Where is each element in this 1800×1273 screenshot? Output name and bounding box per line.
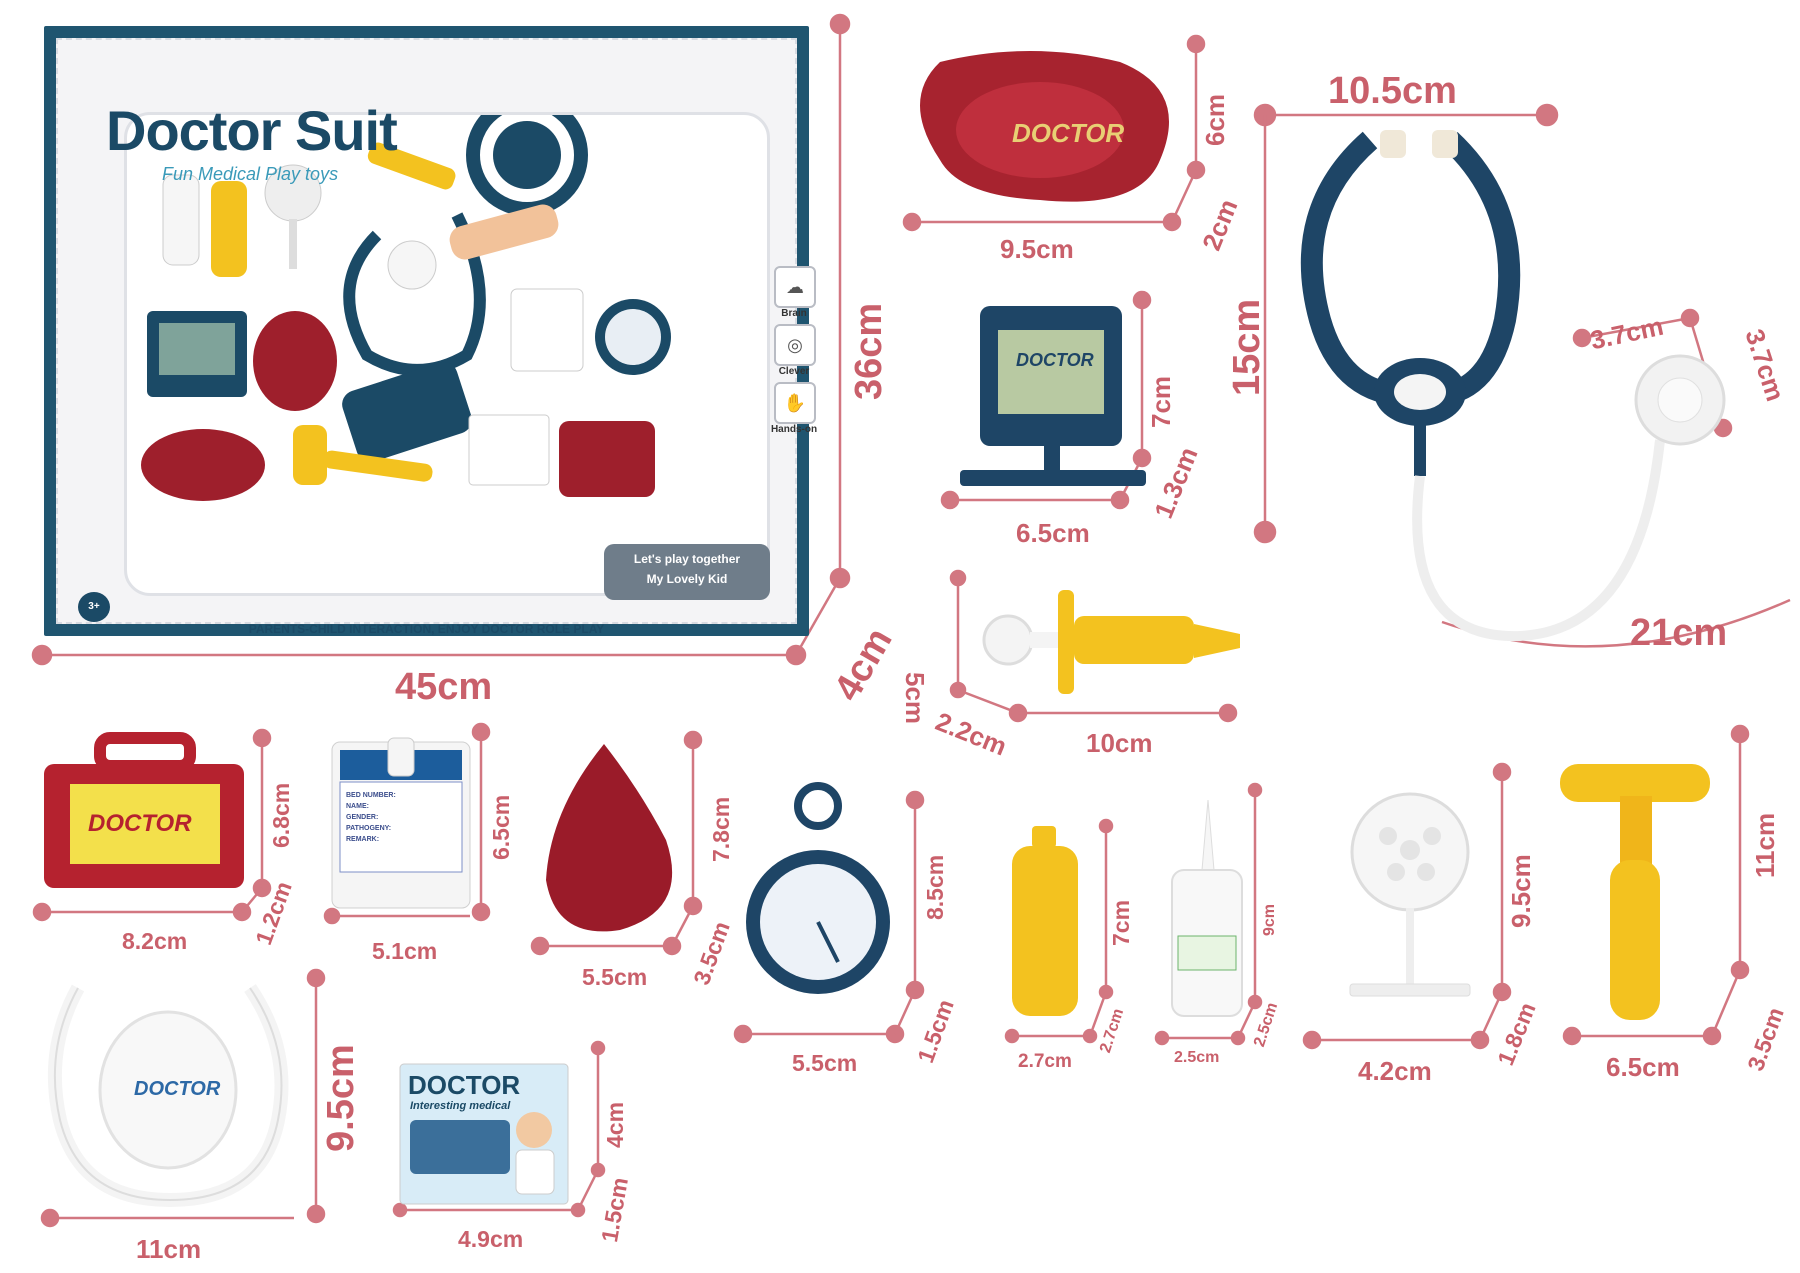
- clipboard-toy: [331, 737, 471, 909]
- case-height-label: 6.8cm: [268, 782, 294, 848]
- card-height-label: 4cm: [602, 1101, 628, 1148]
- box-footer-slogan: PARENTS-CHILD INTERACTION, ENJOY DOCTOR …: [248, 622, 605, 636]
- doctor-case-toy: [44, 732, 244, 888]
- dropper-toy: [1171, 799, 1243, 1017]
- feature-label-hands-on: Hands-on: [770, 424, 818, 435]
- brand-logo: Doctor Suit: [106, 99, 398, 162]
- head-mirror-brand-label: DOCTOR: [134, 1078, 221, 1100]
- dropper-width-label: 2.5cm: [1174, 1049, 1220, 1066]
- head-mirror-toy: [47, 984, 289, 1208]
- stethoscope-toy: [1300, 130, 1726, 642]
- stethoscope-width-label: 10.5cm: [1328, 70, 1457, 112]
- syringe-height-label: 5cm: [900, 672, 930, 725]
- case-brand-label: DOCTOR: [88, 810, 192, 837]
- stethoscope-height-label: 15cm: [1226, 298, 1268, 396]
- tray-width-label: 9.5cm: [1000, 234, 1074, 264]
- syringe-width-label: 10cm: [1086, 728, 1153, 758]
- box-width-label: 45cm: [395, 666, 493, 708]
- clipboard-field: GENDER:: [346, 814, 379, 821]
- clipboard-fields: BED NUMBER: NAME: GENDER: PATHOGENY: REM…: [346, 790, 396, 845]
- badge-line-1: Let's play together: [633, 552, 741, 566]
- play-together-badge: Let's play together My Lovely Kid: [604, 544, 770, 600]
- hand-icon: ✋: [774, 382, 816, 424]
- tube-length-label: 21cm: [1630, 612, 1728, 654]
- blister-window: [124, 112, 770, 596]
- mirror-toy: [1349, 792, 1471, 997]
- product-box: Doctor Suit Fun Medical Play toys ☁ Brai…: [44, 26, 817, 636]
- monitor-width-label: 6.5cm: [1016, 518, 1090, 548]
- clipboard-field: BED NUMBER:: [346, 792, 396, 799]
- syringe-toy: [982, 590, 1240, 694]
- bottle-width-label: 2.7cm: [1018, 1051, 1072, 1072]
- dropper-height-label: 9cm: [1261, 903, 1278, 936]
- tray-toy: [920, 51, 1169, 202]
- monitor-toy: [960, 306, 1146, 486]
- monitor-height-label: 7cm: [1146, 375, 1176, 428]
- mirror-height-label: 9.5cm: [1506, 854, 1536, 928]
- head-mirror-width-label: 11cm: [136, 1234, 202, 1264]
- clipboard-field: REMARK:: [346, 836, 380, 843]
- tray-brand-label: DOCTOR: [1012, 118, 1125, 148]
- pump-height-label: 7.8cm: [708, 796, 734, 862]
- watch-width-label: 5.5cm: [792, 1050, 858, 1076]
- clever-icon: ◎: [774, 324, 816, 366]
- age-badge: 3+: [78, 592, 110, 622]
- card-width-label: 4.9cm: [458, 1226, 524, 1252]
- brand-tagline: Fun Medical Play toys: [162, 164, 339, 184]
- doctor-card-toy: [399, 1063, 569, 1205]
- watch-height-label: 8.5cm: [922, 854, 948, 920]
- feature-label-brain: Brain: [781, 308, 807, 319]
- box-height-label: 36cm: [848, 302, 890, 400]
- clipboard-width-label: 5.1cm: [372, 938, 438, 964]
- mirror-width-label: 4.2cm: [1358, 1056, 1432, 1086]
- card-subtitle: Interesting medical: [410, 1100, 511, 1112]
- box-toy-illustrations: [141, 115, 671, 501]
- clipboard-field: NAME:: [346, 803, 369, 810]
- case-width-label: 8.2cm: [122, 928, 188, 954]
- bulb-pump-toy: [546, 744, 673, 932]
- monitor-brand-label: DOCTOR: [1016, 350, 1094, 370]
- box-panel: Doctor Suit Fun Medical Play toys ☁ Brai…: [56, 38, 817, 636]
- stopwatch-toy: [746, 782, 890, 994]
- feature-label-clever: Clever: [778, 366, 810, 377]
- clipboard-height-label: 6.5cm: [488, 794, 514, 860]
- card-title: DOCTOR: [408, 1070, 521, 1100]
- hammer-height-label: 11cm: [1750, 812, 1780, 878]
- reflex-hammer-toy: [1560, 764, 1710, 1020]
- bottle-toy: [1012, 826, 1078, 1016]
- head-mirror-height-label: 9.5cm: [320, 1044, 362, 1152]
- pump-width-label: 5.5cm: [582, 964, 648, 990]
- clipboard-field: PATHOGENY:: [346, 825, 392, 832]
- badge-line-2: My Lovely Kid: [646, 572, 728, 586]
- tray-height-label: 6cm: [1200, 93, 1230, 146]
- brain-icon: ☁: [774, 266, 816, 308]
- hammer-width-label: 6.5cm: [1606, 1052, 1680, 1082]
- bottle-height-label: 7cm: [1108, 899, 1134, 946]
